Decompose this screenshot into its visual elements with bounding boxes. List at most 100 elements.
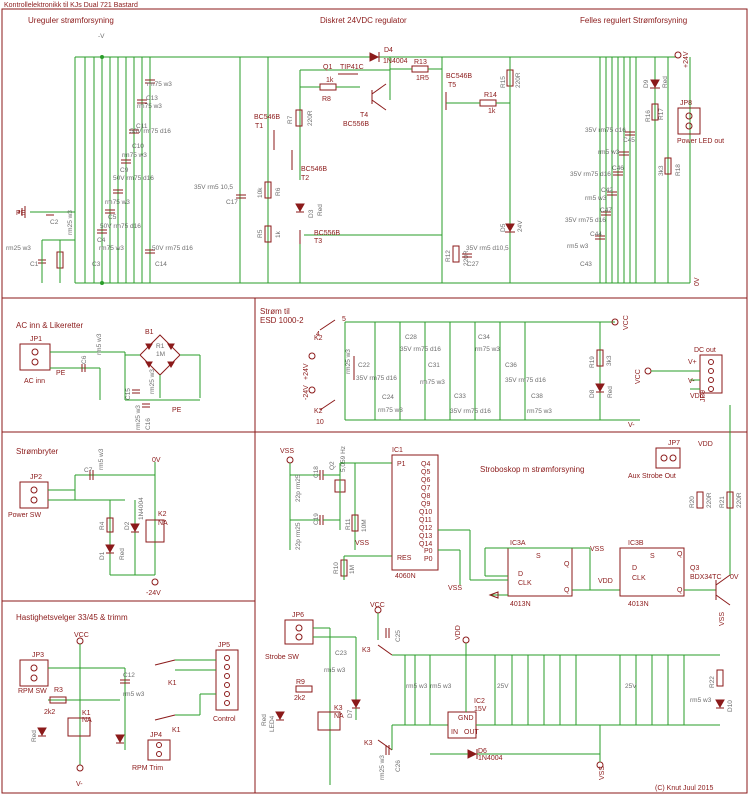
c1-rm-value: rm25 w3	[6, 245, 31, 252]
ic1-pin-p0: P0	[424, 548, 433, 555]
vss-strobe-label-4: VSS	[590, 546, 604, 553]
k2-bottom-label: K2	[314, 408, 323, 415]
ic1-pin-q7: Q7	[421, 485, 430, 492]
ic3b-pin-q: Q	[677, 551, 683, 558]
zero-v-strobe-label: 0V	[730, 574, 739, 581]
k1-label: K1	[82, 710, 91, 717]
k2-pin10: 10	[316, 419, 324, 426]
outer-frame	[1, 8, 748, 794]
c15-value: rm25 w3	[149, 369, 156, 394]
ic1-pin-q14: Q14	[419, 541, 432, 548]
r18-value: 3k3	[658, 165, 665, 176]
c19-label: C19	[313, 513, 320, 525]
t2-label: T2	[301, 175, 309, 182]
rpm-trim-label: RPM Trim	[132, 765, 163, 772]
c22-value: rm25 w3	[345, 349, 352, 374]
r4-label: R4	[99, 521, 106, 530]
r8-value: 1k	[326, 77, 334, 84]
r11-label: R11	[345, 518, 352, 530]
ic1-pin-q11: Q11	[419, 517, 432, 524]
vss-strobe-label-1: VSS	[280, 448, 294, 455]
minus-v-label: -V	[98, 33, 105, 40]
ic1-pin-q10: Q10	[419, 509, 432, 516]
c16-value: rm25 w3	[135, 405, 142, 430]
section-discrete-title: Diskret 24VDC regulator	[320, 16, 407, 25]
t2-type: BC546B	[301, 166, 327, 173]
r20-value: 220R	[706, 492, 713, 508]
r7-label: R7	[287, 115, 294, 124]
c17-label: C17	[226, 199, 238, 206]
ic3a-pin-q: Q	[564, 561, 570, 568]
vdd-strobe-label-2: VDD	[698, 441, 713, 448]
d7-label: D7	[347, 709, 354, 718]
jp8-label: JP8	[680, 100, 692, 107]
c-out-rm-value: rm5 w3	[690, 697, 712, 704]
c14-value: 50V rm75 d16	[152, 245, 193, 252]
section-ac-title: AC inn & Likeretter	[16, 321, 83, 330]
c15-label: C15	[125, 388, 132, 400]
vdd-dc-label: VDD	[690, 393, 705, 400]
c43-value: rm5 w3	[567, 243, 589, 250]
speed-selector: JP3 RPM SW VCC C12 rm5 w3 R3 2k2 Red K1 …	[18, 632, 239, 788]
c43-label: C43	[580, 261, 592, 268]
vcc-dc-label: VCC	[635, 369, 642, 384]
section-unreg-title: Ureguler strømforsyning	[28, 16, 114, 25]
c11-value: rm75 w3	[137, 103, 162, 110]
k2-pin4: 4	[316, 331, 320, 338]
c6-value: rm5 w3	[96, 333, 103, 355]
strobe-section: VSS C18 22p rm25 C19 22p rm25 Q2 5,059 H…	[261, 405, 743, 785]
control-label: Control	[213, 716, 236, 723]
jp2-label: JP2	[30, 474, 42, 481]
q1-type: TIP41C	[340, 64, 364, 71]
section-power-switch-title: Strømbryter	[16, 447, 59, 456]
section-speed-title: Hastighetsvelger 33/45 & trimm	[16, 613, 128, 622]
vcc-esd-label: VCC	[623, 315, 630, 330]
k3-bottom-label: K3	[364, 740, 373, 747]
t1-type: BC546B	[254, 114, 280, 121]
c7-value: rm5 w3	[98, 448, 105, 470]
r17-label: R17	[658, 108, 665, 120]
c28-label: C28	[405, 334, 417, 341]
r9-value: 2k2	[294, 695, 305, 702]
power-led-out-label: Power LED out	[677, 138, 724, 145]
c27-label: C27	[467, 261, 479, 268]
c24-label: C24	[382, 394, 394, 401]
k2-pin5: 5	[342, 316, 346, 323]
c34-value: rm75 w3	[475, 346, 500, 353]
vdd-ic2-label: VDD	[455, 625, 462, 640]
r11-value: 10M	[361, 519, 368, 532]
zero-v-label: 0V	[694, 277, 701, 286]
c5-label: C5	[108, 214, 117, 221]
r8-label: R8	[322, 96, 331, 103]
vss-q3-label: VSS	[719, 612, 726, 626]
r6-value: 10k	[257, 187, 264, 198]
t1-label: T1	[255, 123, 263, 130]
r14-label: R14	[484, 92, 497, 99]
section-esd-title-1: Strøm til	[260, 307, 290, 316]
t3-label: T3	[314, 238, 322, 245]
unregulated-supply: PE -V C2 C1 C3 C4 C5 C9 C10 C11 C13 C14 …	[6, 33, 690, 285]
d9-type: Red	[662, 76, 669, 88]
r18-label: R18	[675, 164, 682, 176]
c46-value: rm5 w3	[598, 149, 620, 156]
c12-label: C12	[123, 672, 135, 679]
k1-contact-top: K1	[168, 680, 177, 687]
ic1-pin-q6: Q6	[421, 477, 430, 484]
ic2-value: 15V	[474, 706, 487, 713]
t4-label: T4	[360, 112, 368, 119]
c9-label: C9	[120, 167, 129, 174]
d1-type: Red	[119, 548, 126, 560]
c2-label: C2	[50, 219, 59, 226]
c7-label: C7	[84, 467, 93, 474]
c17-value: 35V rm5 10,5	[194, 184, 233, 191]
b1-label: B1	[145, 329, 154, 336]
ic1-pin-p1: P1	[397, 461, 406, 468]
c19-value: 22p rm25	[295, 522, 302, 550]
copyright: (C) Knut Juul 2015	[655, 785, 713, 792]
section-common-title: Felles regulert Strømforsyning	[580, 16, 687, 25]
led4-type: Red	[261, 714, 268, 726]
ic1-pin-pt: P0	[424, 556, 433, 563]
c18-label: C18	[313, 466, 320, 478]
r1-label: R1	[156, 343, 165, 350]
